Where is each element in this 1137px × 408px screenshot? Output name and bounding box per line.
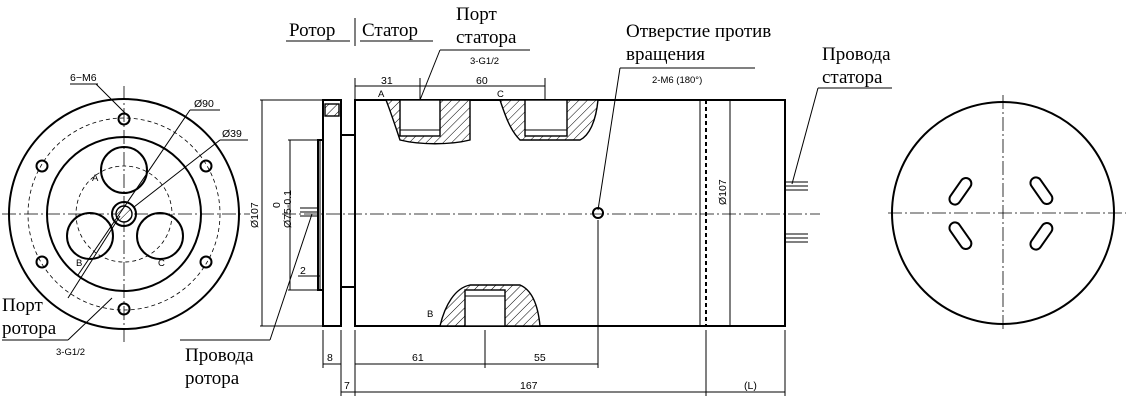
bolt-hole [117,302,131,316]
stator-label: Статор [362,20,418,41]
stator-end-circle [891,101,1115,325]
stator-port-label-1: Порт [456,4,497,25]
inner-body-circle [46,136,202,292]
port-letter-b-side: B [427,309,433,320]
port-letter-b-front: B [76,258,82,269]
dim-8-label: 8 [327,352,333,364]
d90-label: Ø90 [194,98,214,110]
rotor-port-leader-2 [67,297,113,341]
rotation-hole [592,207,604,219]
dim-55-label: 55 [534,352,546,364]
dim-61-label: 61 [412,352,424,364]
d75-label: Ø75-0.1 [282,190,294,228]
rotation-hole-leader [597,67,621,211]
wire-slot [948,221,973,250]
bolt-hole [199,159,213,173]
wire-slot [948,177,973,206]
port-letter-a-front: A [92,173,99,184]
zero-label: 0 [271,202,283,208]
dim-2-label: 2 [300,265,306,277]
stator-port-spec: 3-G1/2 [470,56,499,67]
bolt-holes-label: 6−M6 [70,72,97,84]
port-letter-c-side: C [497,89,504,100]
center-bore-section [115,205,133,223]
rotation-hole-spec: 2-M6 (180°) [652,75,702,86]
rotor-label: Ротор [289,20,335,41]
dim-31-label: 31 [381,75,393,87]
rotation-hole-label-2: вращения [626,44,705,65]
stator-wires-leader [791,87,819,185]
rotor-wires-label-2: ротора [185,368,240,389]
rotor-flange [322,99,342,327]
stator-wires-label-2: статора [822,67,883,88]
stator-port-a-bore [399,99,441,137]
rotor-wires [300,207,318,217]
d107-left-label: Ø107 [249,202,261,228]
port-letter-c-front: C [158,258,165,269]
port-letter-a-side: A [378,89,385,100]
rotor-port-spec: 3-G1/2 [56,347,85,358]
flange-section-top [324,103,340,117]
bolt-hole [117,112,131,126]
bolt-leader [95,83,129,117]
rotor-wires-leader [269,213,313,341]
rotor-port-a [100,146,148,194]
stator-end-view [888,95,1126,330]
d39-leader [133,139,221,208]
dim-7-label: 7 [344,380,350,392]
stator-port-leader [419,49,441,101]
stator-port-c-bore [524,99,568,137]
stator-wires [785,181,808,243]
dim-167-label: 167 [520,380,538,392]
wire-slots [948,176,1054,251]
center-bore [111,201,137,227]
stator-port-label-2: статора [456,27,517,48]
rotor-shaft [340,134,356,288]
bolt-hole [35,255,49,269]
wire-slot [1029,176,1054,205]
bolt-holes [35,112,213,316]
bolt-hole [35,159,49,173]
side-view: Ротор Статор Порт статора 3-G1/2 Отверст… [180,4,892,396]
dim-L-label: (L) [744,380,757,392]
d39-label: Ø39 [222,128,242,140]
stator-port-b-bore [464,289,506,327]
rotor-port-label-2: ротора [2,318,57,339]
bolt-hole [199,255,213,269]
rotor-front-view: A B C 6−M6 Ø90 Ø39 Порт ротора 3-G1/2 [2,72,250,358]
port-pitch-circle [75,165,173,263]
wire-slot [1029,222,1054,251]
rotor-port-leader [67,215,121,299]
rotor-port-b [66,212,114,260]
rotor-wires-label-1: Провода [185,345,254,366]
bolt-circle [27,117,221,311]
rotation-hole-label-1: Отверстие против [626,21,771,42]
d90-leader [77,109,191,276]
rotor-port-c [136,212,184,260]
outer-flange-circle [8,98,240,330]
d107-right-label: Ø107 [717,179,729,205]
rotor-port-label-1: Порт [2,295,43,316]
stator-wires-label-1: Провода [822,44,891,65]
dim-60-label: 60 [476,75,488,87]
